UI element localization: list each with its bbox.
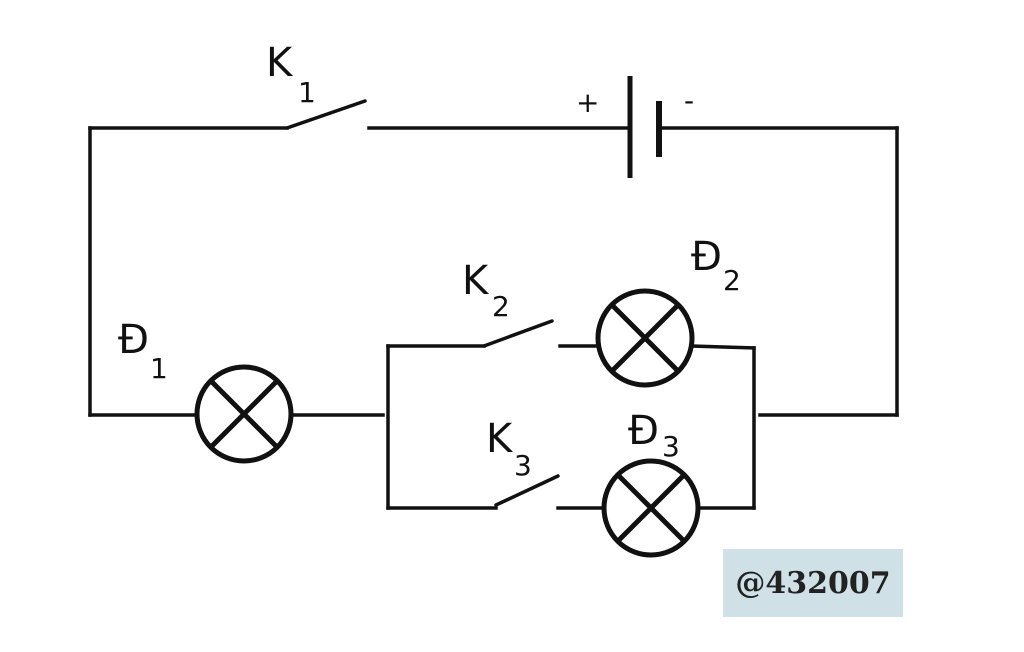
switch-k3 <box>494 474 560 507</box>
label-k1: K 1 <box>266 40 316 109</box>
label-d3-main: Đ <box>628 408 659 454</box>
main-loop-wires <box>88 126 899 417</box>
label-k1-sub: 1 <box>298 76 316 109</box>
label-k1-main: K <box>266 40 294 86</box>
label-k3: K 3 <box>486 416 532 482</box>
lamp-d1 <box>194 364 294 464</box>
label-k2: K 2 <box>462 258 510 323</box>
switch-k1 <box>285 99 367 130</box>
label-d3: Đ 3 <box>628 408 680 463</box>
switch-k2 <box>482 319 554 348</box>
switch-k2-blade <box>482 319 554 348</box>
lamp-d1-cross-b <box>208 378 280 450</box>
label-d2-main: Đ <box>691 234 722 280</box>
label-k3-main: K <box>486 416 514 462</box>
lamp-d3 <box>601 458 701 558</box>
lamp-d2-cross-b <box>609 302 681 374</box>
label-d3-sub: 3 <box>662 430 680 463</box>
battery-plus-label: + <box>576 86 599 119</box>
label-d1-main: Đ <box>118 317 149 363</box>
label-d2: Đ 2 <box>691 234 741 297</box>
label-k3-sub: 3 <box>514 449 532 482</box>
label-d1-sub: 1 <box>150 352 168 385</box>
switch-k3-blade <box>494 474 560 507</box>
label-k2-sub: 2 <box>492 290 510 323</box>
battery-minus-label: - <box>684 84 694 117</box>
label-d2-sub: 2 <box>723 264 741 297</box>
lamp-d3-cross-b <box>615 472 687 544</box>
wire-branch2-right <box>690 344 756 350</box>
lamp-d2 <box>595 288 695 388</box>
label-d1: Đ 1 <box>118 317 168 385</box>
switch-k1-blade <box>285 99 367 130</box>
label-k2-main: K <box>462 258 490 304</box>
parallel-branch-wires <box>386 344 756 510</box>
battery <box>627 76 662 178</box>
watermark-badge: @432007 <box>723 549 903 617</box>
